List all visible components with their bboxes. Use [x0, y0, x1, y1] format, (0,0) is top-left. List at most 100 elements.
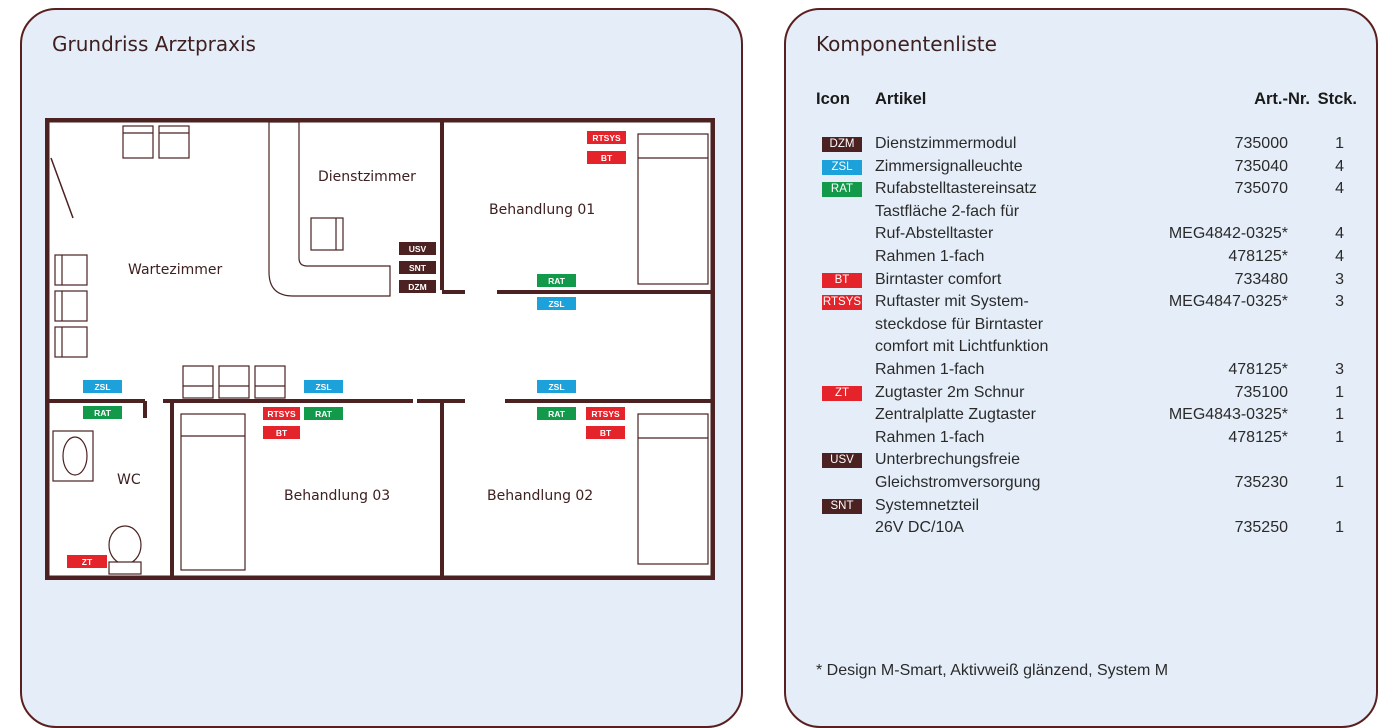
rat-badge — [83, 406, 122, 419]
zsl-badge — [537, 297, 576, 310]
bt-badge-label: BT — [601, 153, 613, 163]
rat-badge — [537, 407, 576, 420]
rat-badge — [537, 274, 576, 287]
article-name: Rufabstelltastereinsatz — [875, 180, 1037, 198]
quantity: 4 — [1335, 180, 1344, 198]
snt-badge — [399, 261, 436, 274]
floor-plan: Wartezimmer Dienstzimmer Behandlung 01 B… — [45, 118, 715, 580]
bed-behandlung-02 — [637, 413, 709, 565]
article-number: 735040 — [1234, 157, 1288, 175]
rat-badge — [304, 407, 343, 420]
article-name: steckdose für Birntaster — [875, 315, 1044, 333]
quantity: 1 — [1335, 406, 1344, 424]
bt-icon: BT — [822, 272, 862, 288]
article-name: Rahmen 1-fach — [875, 361, 985, 378]
room-label-wartezimmer: Wartezimmer — [128, 262, 223, 278]
article-number: MEG4847-0325* — [1168, 293, 1288, 311]
table-row: comfort mit Lichtfunktion — [786, 338, 1380, 360]
article-number: MEG4843-0325* — [1168, 406, 1288, 424]
usv-badge-label: USV — [409, 244, 427, 254]
outer-wall — [45, 118, 715, 580]
quantity: 3 — [1335, 270, 1344, 288]
rtsys-badge — [587, 131, 626, 144]
room-label-behandlung-02: Behandlung 02 — [487, 488, 593, 504]
interior-walls — [47, 120, 713, 578]
article-name: comfort mit Lichtfunktion — [875, 338, 1049, 356]
waiting-chairs-top — [122, 125, 190, 159]
table-row: BT Birntaster comfort 733480 3 — [786, 271, 1380, 293]
bt-badge — [587, 151, 626, 164]
device-badges: RTSYS BT USV SNT DZM RAT ZSL ZSL RAT ZSL… — [67, 131, 626, 568]
table-row: RTSYS Ruftaster mit System- MEG4847-0325* 3 — [786, 293, 1380, 315]
bt-badge — [263, 426, 300, 439]
rat-icon: RAT — [822, 182, 862, 198]
rat-badge-label: RAT — [548, 276, 566, 286]
bed-behandlung-03 — [180, 413, 246, 571]
rtsys-badge-label: RTSYS — [591, 409, 620, 419]
header-artikel: Artikel — [875, 90, 927, 108]
waiting-chairs-left — [54, 254, 88, 358]
article-name: Ruf-Abstelltaster — [875, 225, 994, 243]
snt-icon: SNT — [822, 498, 862, 514]
bt-badge-label: BT — [600, 428, 612, 438]
rtsys-badge-label: RTSYS — [267, 409, 296, 419]
article-name: Dienstzimmermodul — [875, 135, 1017, 152]
article-name: Zimmersignalleuchte — [875, 157, 1023, 175]
article-name: Zugtaster 2m Schnur — [875, 383, 1025, 401]
rtsys-icon: RTSYS — [822, 295, 862, 311]
rat-badge-label: RAT — [548, 409, 566, 419]
floor — [49, 122, 711, 576]
usv-icon: USV — [822, 453, 862, 469]
rtsys-badge — [263, 407, 300, 420]
table-row: steckdose für Birntaster — [786, 316, 1380, 338]
waiting-chairs-middle — [182, 365, 286, 399]
usv-badge — [399, 242, 436, 255]
office-chair — [310, 217, 344, 251]
article-name: Ruftaster mit System- — [875, 293, 1029, 311]
quantity: 1 — [1335, 383, 1344, 401]
bed-behandlung-01 — [637, 133, 709, 285]
rtsys-badge-label: RTSYS — [592, 133, 621, 143]
zt-badge-label: ZT — [82, 557, 93, 567]
quantity: 3 — [1335, 293, 1344, 311]
zsl-badge — [304, 380, 343, 393]
reception-counter — [268, 121, 391, 297]
article-name: Systemnetzteil — [875, 496, 980, 514]
article-name: Unterbrechungsfreie — [875, 451, 1020, 469]
wc-toilet — [108, 525, 142, 575]
article-name: Birntaster comfort — [875, 270, 1002, 288]
quantity: 4 — [1335, 157, 1344, 175]
zsl-badge-label: ZSL — [315, 382, 331, 392]
room-label-wc: WC — [117, 472, 141, 488]
room-label-behandlung-01: Behandlung 01 — [489, 202, 595, 218]
article-number: 478125* — [1228, 248, 1288, 265]
room-label-dienstzimmer: Dienstzimmer — [318, 169, 416, 185]
component-list-panel: Komponentenliste Icon Artikel Art.-Nr. S… — [784, 8, 1378, 728]
zsl-badge-label: ZSL — [548, 382, 564, 392]
zsl-badge — [537, 380, 576, 393]
zsl-badge-label: ZSL — [548, 299, 564, 309]
article-number: 735250 — [1234, 519, 1288, 537]
article-name: Tastfläche 2-fach für — [875, 202, 1020, 220]
header-stck: Stck. — [1317, 90, 1357, 108]
article-number: 735100 — [1234, 383, 1288, 401]
quantity: 4 — [1335, 225, 1344, 243]
article-number: 733480 — [1234, 270, 1288, 288]
article-name: Rahmen 1-fach — [875, 428, 985, 446]
dzm-icon: DZM — [822, 137, 862, 152]
rat-badge-label: RAT — [315, 409, 333, 419]
quantity: 1 — [1335, 428, 1344, 446]
article-name: Rahmen 1-fach — [875, 248, 985, 265]
room-label-behandlung-03: Behandlung 03 — [284, 488, 390, 504]
table-row: SNT Systemnetzteil — [786, 497, 1380, 519]
entrance-door — [50, 157, 74, 219]
zsl-badge — [83, 380, 122, 393]
